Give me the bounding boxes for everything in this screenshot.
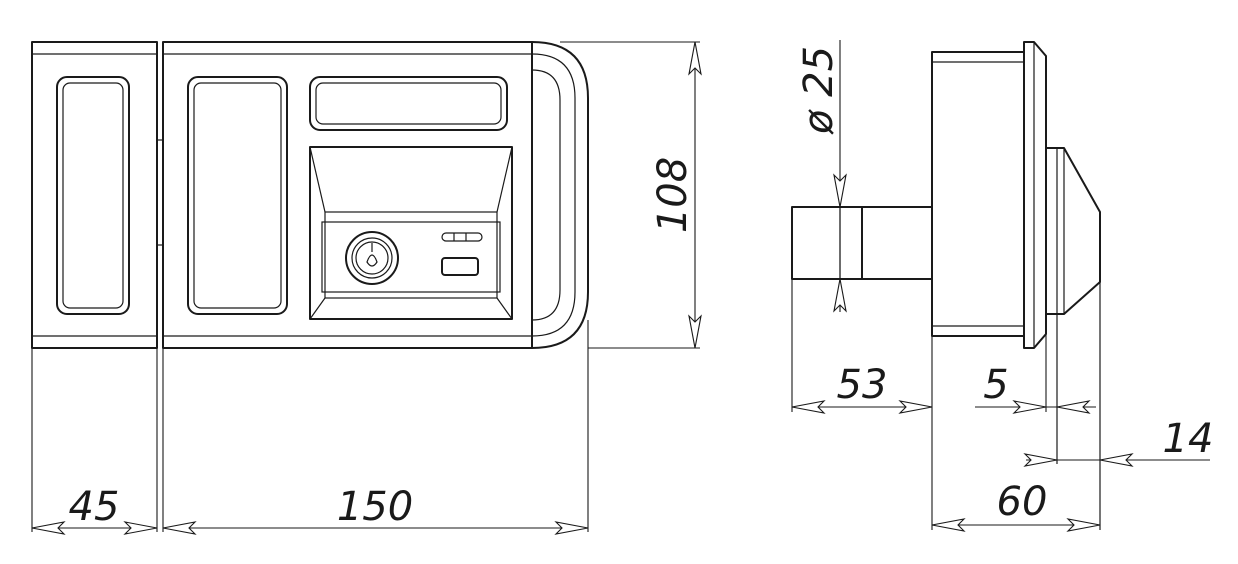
dimension-150: 150 <box>162 484 589 535</box>
release-button-icon <box>441 257 479 276</box>
dim-14-label: 14 <box>1163 416 1214 462</box>
front-view: 45 150 108 <box>31 41 702 535</box>
key-cylinder-icon <box>345 231 399 285</box>
dimension-45: 45 <box>31 484 158 535</box>
dim-108-label: 108 <box>650 157 696 233</box>
dimension-53: 53 <box>791 362 933 414</box>
cylinder-shaft <box>791 206 933 280</box>
lock-body <box>162 41 589 349</box>
status-indicator-icon <box>441 232 483 242</box>
mounting-bracket <box>1045 147 1101 530</box>
dimension-60: 60 <box>931 479 1101 532</box>
dim-150-label: 150 <box>337 484 413 530</box>
side-body <box>931 41 1047 349</box>
dim-60-label: 60 <box>997 479 1048 525</box>
dim-53-label: 53 <box>837 362 888 408</box>
dimension-14: 14 <box>1023 416 1214 467</box>
keeper-body <box>31 41 162 349</box>
side-view: ø 25 53 5 14 60 <box>791 40 1214 532</box>
dim-25-label: ø 25 <box>796 46 842 135</box>
dim-5-label: 5 <box>983 362 1008 408</box>
dim-45-label: 45 <box>69 484 120 530</box>
key-housing <box>309 146 513 320</box>
dimension-108: 108 <box>650 41 702 349</box>
dimension-diameter-25: ø 25 <box>796 40 847 313</box>
dimension-5: 5 <box>975 362 1096 414</box>
